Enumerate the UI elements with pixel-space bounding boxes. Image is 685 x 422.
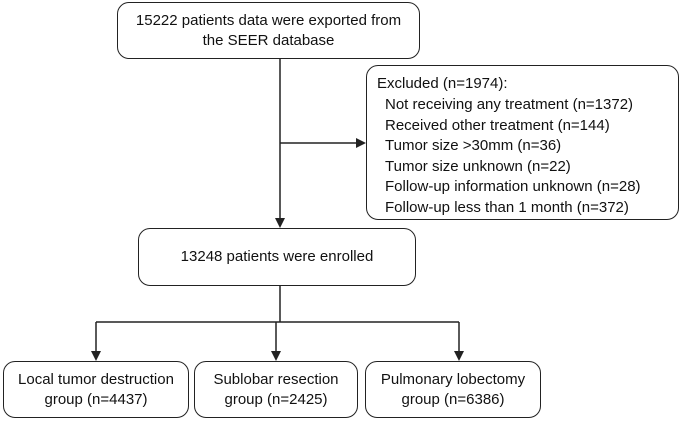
export-box-line1: 15222 patients data were exported from	[135, 11, 402, 29]
group-box-line1: Pulmonary lobectomy	[380, 370, 526, 388]
enrolled-box-text: 13248 patients were enrolled	[180, 248, 374, 265]
excluded-title: Excluded (n=1974):	[377, 75, 508, 92]
export-box: 15222 patients data were exported from t…	[117, 2, 420, 59]
enrolled-box: 13248 patients were enrolled	[138, 228, 416, 286]
excluded-item: Not receiving any treatment (n=1372)	[385, 96, 634, 113]
excluded-list: Not receiving any treatment (n=1372) Rec…	[377, 95, 678, 218]
group-box-local-tumor-destruction: Local tumor destruction group (n=4437)	[3, 361, 189, 418]
export-box-line2: the SEER database	[202, 31, 335, 49]
excluded-item: Follow-up less than 1 month (n=372)	[385, 198, 629, 216]
group-box-line2: group (n=4437)	[44, 390, 148, 408]
excluded-item: Follow-up information unknown (n=28)	[385, 178, 641, 195]
group-box-line1: Sublobar resection	[213, 370, 339, 388]
group-box-line2: group (n=2425)	[224, 390, 328, 408]
group-box-pulmonary-lobectomy: Pulmonary lobectomy group (n=6386)	[365, 361, 541, 418]
group-box-line1: Local tumor destruction	[18, 370, 174, 388]
group-box-line2: group (n=6386)	[401, 390, 505, 408]
excluded-box: Excluded (n=1974): Not receiving any tre…	[366, 65, 679, 220]
excluded-item: Tumor size >30mm (n=36)	[385, 137, 562, 154]
excluded-item: Tumor size unknown (n=22)	[385, 157, 571, 175]
excluded-item: Received other treatment (n=144)	[385, 116, 610, 134]
group-box-sublobar-resection: Sublobar resection group (n=2425)	[194, 361, 358, 418]
